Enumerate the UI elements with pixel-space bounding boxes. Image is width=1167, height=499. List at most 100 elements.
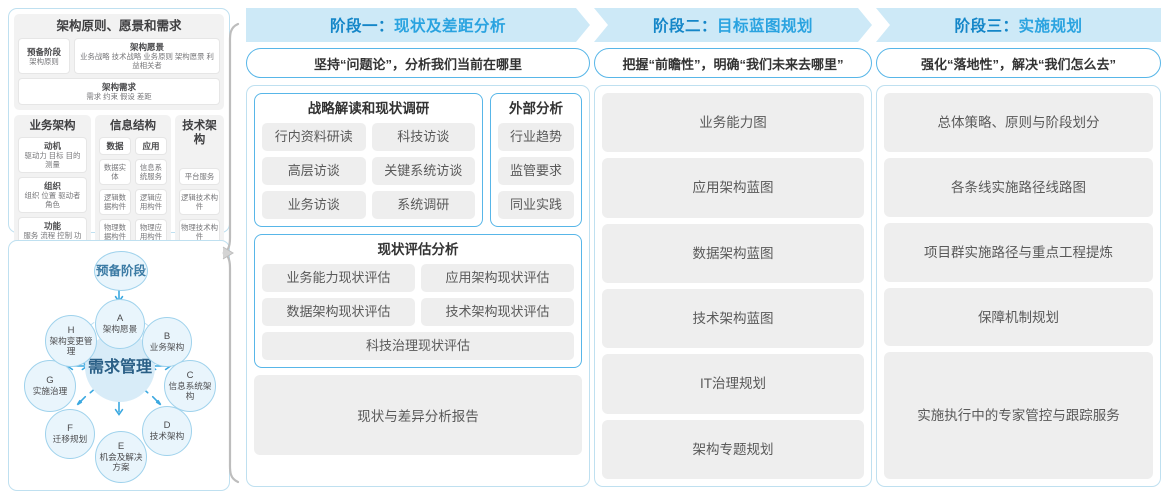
strategy-item-0-0[interactable]: 行内资料研读 (262, 123, 366, 151)
information-structure-title: 信息结构 (109, 120, 156, 132)
business-architecture-title: 业务架构 (29, 120, 76, 132)
stage-3-body: 总体策略、原则与阶段划分 各条线实施路径线路图 项目群实施路径与重点工程提炼 保… (876, 85, 1161, 487)
adm-node-a: A 架构愿景 (95, 299, 145, 349)
strategy-item-1-1[interactable]: 关键系统访谈 (371, 157, 475, 185)
business-architecture-column: 业务架构 动机 驱动力 目标 目的 测量 组织 组织 位置 驱动者 角色 功能 (14, 115, 91, 257)
stage-3-banner: 阶段三：实施规划 (876, 8, 1161, 42)
card-current-state-assessment-title: 现状评估分析 (377, 242, 459, 257)
stage-1-slogan: 坚持“问题论”，分析我们当前在哪里 (246, 48, 590, 78)
stage-3-item-3[interactable]: 保障机制规划 (884, 287, 1153, 347)
prep-phase-title: 预备阶段 (26, 46, 61, 57)
architecture-columns: 业务架构 动机 驱动力 目标 目的 测量 组织 组织 位置 驱动者 角色 功能 (14, 115, 225, 257)
stage-2-banner: 阶段二：目标蓝图规划 (594, 8, 872, 42)
strategy-item-2-0[interactable]: 业务访谈 (262, 191, 366, 219)
card-strategy-research: 战略解读和现状调研 行内资料研读 科技访谈 高层访谈 关键系统访谈 业务访谈 系… (254, 93, 483, 227)
adm-node-f: F 迁移规划 (45, 409, 95, 459)
data-item-1: 逻辑数据构件 (98, 189, 131, 215)
stage-3-banner-shape (876, 8, 1161, 42)
stage-3-item-1[interactable]: 各条线实施路径线路图 (884, 157, 1153, 217)
adm-node-h: H 架构变更管理 (45, 315, 97, 367)
application-item-0: 信息系统服务 (134, 159, 167, 185)
information-structure-column: 信息结构 数据 数据实体 逻辑数据构件 物理数据构件 应用 (94, 115, 171, 257)
stage-2-item-3[interactable]: 技术架构蓝图 (602, 288, 864, 349)
stage-2-banner-text: 阶段二：目标蓝图规划 (594, 8, 872, 42)
application-item-1: 逻辑应用构件 (134, 189, 167, 215)
prep-phase-sub: 架构原则 (29, 56, 59, 66)
architecture-vision-sub: 业务战略 技术战略 业务原则 架构愿景 利益相关者 (80, 52, 214, 70)
stage-3: 阶段三：实施规划 强化“落地性”，解决“我们怎么去” 总体策略、原则与阶段划分 … (876, 8, 1161, 494)
adm-node-e: E 机会及解决方案 (95, 431, 147, 483)
strategy-item-0-1[interactable]: 科技访谈 (371, 123, 475, 151)
data-subcolumn: 数据 数据实体 逻辑数据构件 物理数据构件 (98, 137, 131, 245)
adm-wheel: 预备阶段 需求管理 A 架构愿景 B 业务架构 C 信息系统架构 (9, 241, 229, 490)
stage-1-body: 战略解读和现状调研 行内资料研读 科技访谈 高层访谈 关键系统访谈 业务访谈 系… (246, 85, 590, 487)
card-external-analysis: 外部分析 行业趋势 监管要求 同业实践 (490, 93, 582, 227)
adm-node-g: G 实施治理 (24, 360, 76, 412)
adm-cycle-panel: 预备阶段 需求管理 A 架构愿景 B 业务架构 C 信息系统架构 (8, 240, 230, 491)
architecture-vision-cell: 架构愿景 业务战略 技术战略 业务原则 架构愿景 利益相关者 (74, 38, 220, 74)
architecture-vision-title: 架构愿景 (129, 42, 164, 52)
stage-3-item-2[interactable]: 项目群实施路径与重点工程提炼 (884, 222, 1153, 282)
external-item-0[interactable]: 行业趋势 (498, 123, 574, 151)
application-subcolumn-title: 应用 (134, 137, 167, 155)
togaf-content-framework-panel: 架构原则、愿景和需求 预备阶段 架构原则 架构愿景 业务战略 技术战略 业务原则… (8, 8, 230, 307)
strategy-item-2-1[interactable]: 系统调研 (371, 191, 475, 219)
prep-phase-cell: 预备阶段 架构原则 (18, 38, 70, 74)
external-item-2[interactable]: 同业实践 (498, 191, 574, 219)
architecture-requirements-title: 架构需求 (101, 82, 136, 92)
external-item-1[interactable]: 监管要求 (498, 157, 574, 185)
assessment-item-1-1[interactable]: 技术架构现状评估 (421, 298, 574, 326)
stage-3-banner-prefix: 阶段三： (954, 18, 1019, 35)
vision-row-1: 预备阶段 架构原则 架构愿景 业务战略 技术战略 业务原则 架构愿景 利益相关者 (18, 38, 220, 74)
application-subcolumn: 应用 信息系统服务 逻辑应用构件 物理应用构件 (134, 137, 167, 245)
card-external-analysis-title: 外部分析 (509, 101, 563, 116)
stage-3-item-0[interactable]: 总体策略、原则与阶段划分 (884, 93, 1153, 152)
stage-2-item-5[interactable]: 架构专题规划 (602, 419, 864, 479)
strategy-row-0: 行内资料研读 科技访谈 (262, 123, 475, 151)
stage-1-banner-name: 现状及差距分析 (394, 18, 507, 35)
left-column: 架构原则、愿景和需求 预备阶段 架构原则 架构愿景 业务战略 技术战略 业务原则… (8, 8, 230, 491)
assessment-item-0-1[interactable]: 应用架构现状评估 (421, 264, 574, 292)
assessment-row-0: 业务能力现状评估 应用架构现状评估 (262, 264, 574, 292)
stage-2: 阶段二：目标蓝图规划 把握“前瞻性”，明确“我们未来去哪里” 业务能力图 应用架… (594, 8, 872, 494)
assessment-row-1: 数据架构现状评估 技术架构现状评估 (262, 298, 574, 326)
stage-1-banner: 阶段一：现状及差距分析 (246, 8, 590, 42)
technology-architecture-column: 技术架构 平台服务 逻辑技术构件 物理技术构件 (175, 115, 225, 257)
stage-2-item-2[interactable]: 数据架构蓝图 (602, 223, 864, 283)
architecture-requirements-cell: 架构需求 需求 约束 假设 差距 (18, 78, 220, 105)
stage-1-report[interactable]: 现状与差异分析报告 (254, 375, 582, 455)
assessment-item-0-0[interactable]: 业务能力现状评估 (262, 264, 415, 292)
information-subcolumns: 数据 数据实体 逻辑数据构件 物理数据构件 应用 信息系统服务 逻辑应用构件 (98, 137, 167, 245)
stage-2-slogan: 把握“前瞻性”，明确“我们未来去哪里” (594, 48, 872, 78)
adm-node-c: C 信息系统架构 (164, 360, 216, 412)
card-strategy-research-title: 战略解读和现状调研 (307, 101, 430, 116)
stage-1-banner-shape (246, 8, 590, 42)
stage-3-banner-name: 实施规划 (1018, 18, 1083, 35)
stage-2-item-4[interactable]: IT治理规划 (602, 354, 864, 414)
stage-2-banner-prefix: 阶段二： (652, 18, 717, 35)
data-item-0: 数据实体 (98, 159, 131, 185)
stage-2-item-1[interactable]: 应用架构蓝图 (602, 158, 864, 218)
stage-1-top-row: 战略解读和现状调研 行内资料研读 科技访谈 高层访谈 关键系统访谈 业务访谈 系… (254, 93, 582, 227)
stage-1: 阶段一：现状及差距分析 坚持“问题论”，分析我们当前在哪里 战略解读和现状调研 … (246, 8, 590, 494)
vision-requirements-group: 架构原则、愿景和需求 预备阶段 架构原则 架构愿景 业务战略 技术战略 业务原则… (14, 14, 224, 110)
technology-item-0: 平台服务 (179, 168, 221, 185)
business-item-motivation: 动机 驱动力 目标 目的 测量 (18, 137, 87, 173)
business-architecture-items: 动机 驱动力 目标 目的 测量 组织 组织 位置 驱动者 角色 功能 服务 流程… (18, 137, 87, 253)
strategy-item-1-0[interactable]: 高层访谈 (262, 157, 366, 185)
data-subcolumn-title: 数据 (98, 137, 131, 155)
architecture-requirements-sub: 需求 约束 假设 差距 (86, 92, 152, 101)
strategy-row-1: 高层访谈 关键系统访谈 (262, 157, 475, 185)
card-current-state-assessment: 现状评估分析 业务能力现状评估 应用架构现状评估 数据架构现状评估 技术架构现状… (254, 234, 582, 368)
stage-3-slogan: 强化“落地性”，解决“我们怎么去” (876, 48, 1161, 78)
assessment-item-1-0[interactable]: 数据架构现状评估 (262, 298, 415, 326)
connector-brace (222, 22, 240, 484)
stage-3-banner-text: 阶段三：实施规划 (876, 8, 1161, 42)
assessment-item-full[interactable]: 科技治理现状评估 (262, 332, 574, 360)
stage-3-item-4[interactable]: 实施执行中的专家管控与跟踪服务 (884, 352, 1153, 479)
business-item-organization: 组织 组织 位置 驱动者 角色 (18, 177, 87, 213)
technology-architecture-title: 技术架构 (182, 120, 217, 146)
adm-node-d: D 技术架构 (142, 406, 192, 456)
technology-item-1: 逻辑技术构件 (179, 189, 221, 215)
stage-2-item-0[interactable]: 业务能力图 (602, 93, 864, 153)
